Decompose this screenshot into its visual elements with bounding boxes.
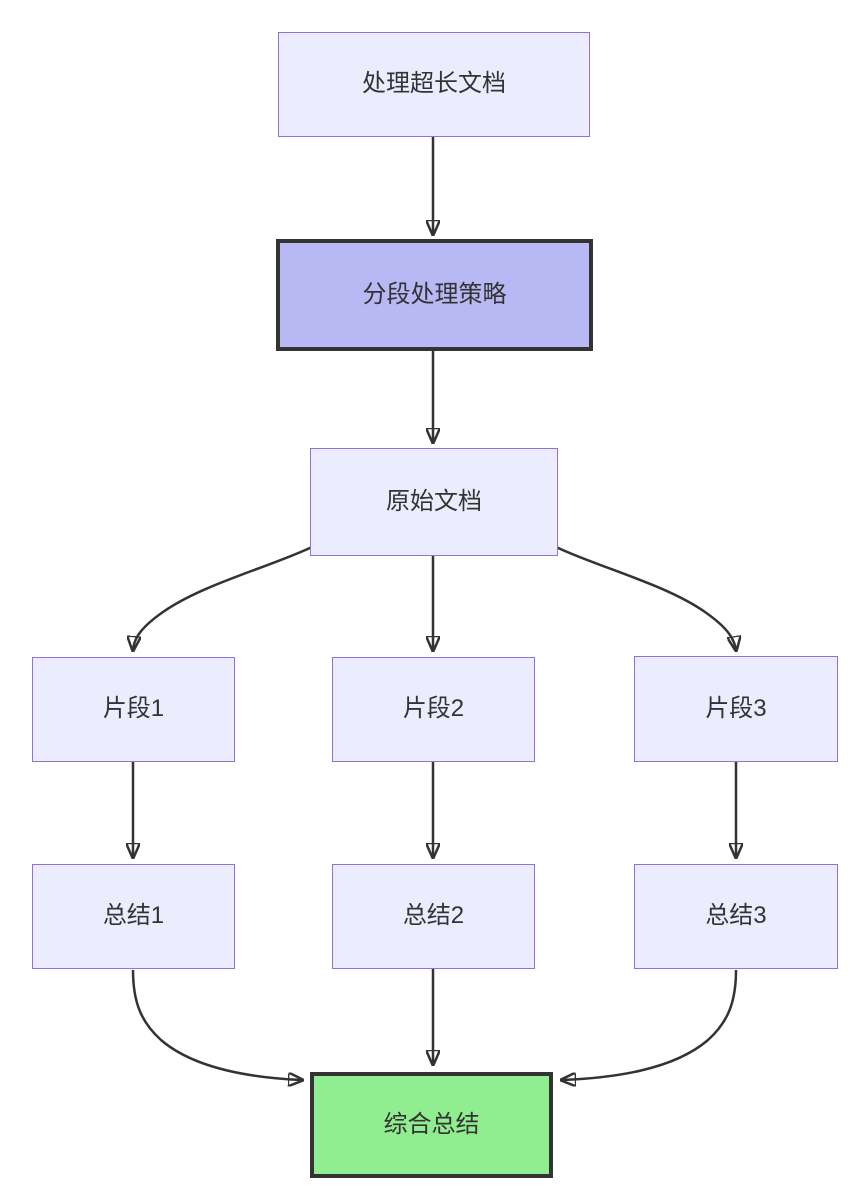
edge-summary1-final [131, 969, 302, 1080]
edge-summary3-final [562, 969, 738, 1080]
node-label: 分段处理策略 [362, 280, 507, 308]
node-label: 总结1 [102, 902, 165, 930]
node-label: 片段2 [402, 695, 465, 723]
node-label: 处理超长文档 [362, 70, 506, 98]
edge-source-chunk3 [555, 545, 736, 650]
node-chunk-2: 片段2 [332, 657, 535, 762]
node-summary-3: 总结3 [634, 864, 838, 969]
node-summary-1: 总结1 [32, 864, 235, 969]
node-label: 片段1 [102, 695, 165, 723]
node-process-long-document: 处理超长文档 [278, 32, 590, 137]
node-original-document: 原始文档 [310, 448, 558, 556]
node-label: 综合总结 [383, 1110, 480, 1138]
node-label: 片段3 [705, 694, 767, 722]
node-combined-summary: 综合总结 [310, 1072, 553, 1178]
node-label: 总结2 [402, 902, 465, 930]
node-chunk-1: 片段1 [32, 657, 235, 762]
node-chunk-3: 片段3 [634, 656, 838, 762]
node-label: 总结3 [705, 902, 767, 930]
edge-source-chunk1 [133, 545, 313, 650]
node-segmentation-strategy: 分段处理策略 [276, 239, 593, 351]
node-summary-2: 总结2 [332, 864, 535, 969]
node-label: 原始文档 [386, 487, 482, 515]
